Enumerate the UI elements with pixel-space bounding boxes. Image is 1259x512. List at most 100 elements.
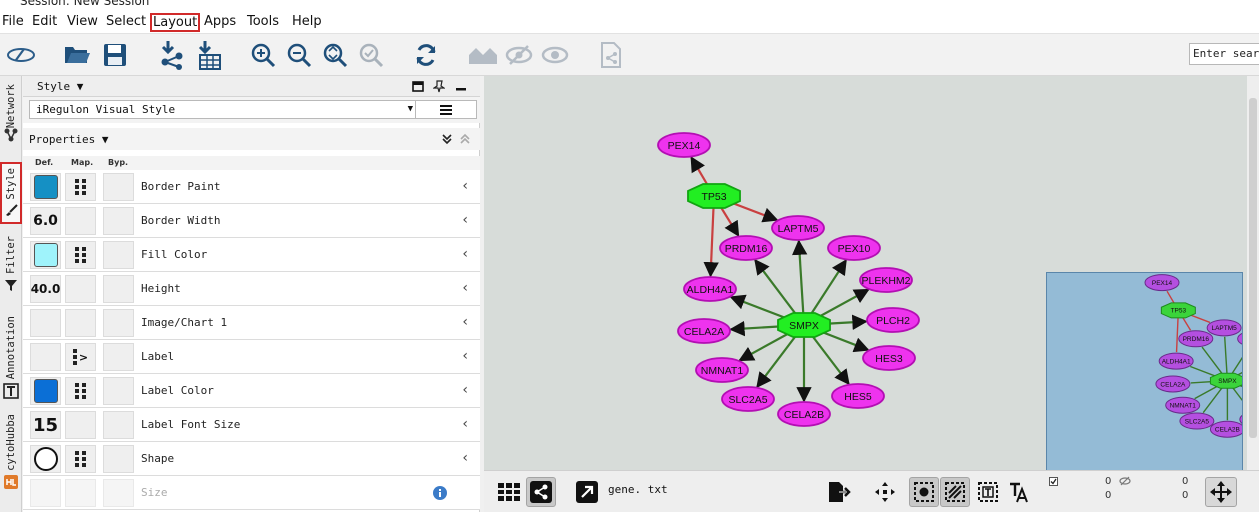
menu-file[interactable]: File <box>2 14 24 29</box>
node-pex10[interactable]: PEX10 <box>1237 330 1259 348</box>
tab-network[interactable]: Network <box>0 84 22 142</box>
node-pex10[interactable]: PEX10 <box>827 235 881 261</box>
property-row-image-chart[interactable]: Image/Chart 1 ‹ <box>23 306 480 340</box>
open-external-button[interactable] <box>572 477 602 507</box>
select-labels-button[interactable] <box>1004 477 1034 507</box>
scrollbar-thumb[interactable] <box>1249 98 1257 438</box>
bypass-cell[interactable] <box>103 241 134 269</box>
zoom-selected-icon[interactable] <box>356 40 386 70</box>
network-overview[interactable]: PEX14TP53LAPTM5PRDM16PEX10PLEKHM2ALDH4A1… <box>1046 272 1259 471</box>
node-laptm5[interactable]: LAPTM5 <box>771 215 825 241</box>
collapse-all-icon[interactable] <box>459 133 471 145</box>
tab-filter[interactable]: Filter <box>0 236 22 292</box>
style-options-button[interactable] <box>415 100 477 119</box>
zoom-out-icon[interactable] <box>284 40 314 70</box>
mapping-cell[interactable] <box>65 309 96 337</box>
chevron-left-icon[interactable]: ‹ <box>462 246 468 262</box>
mapping-cell[interactable] <box>65 377 96 405</box>
show-icon[interactable] <box>540 40 570 70</box>
mapping-cell[interactable] <box>65 275 96 303</box>
chevron-left-icon[interactable]: ‹ <box>462 450 468 466</box>
chevron-left-icon[interactable]: ‹ <box>462 348 468 364</box>
node-tp53[interactable]: TP53 <box>1160 302 1196 319</box>
node-slc2a5[interactable]: SLC2A5 <box>721 386 775 412</box>
property-row-shape[interactable]: Shape ‹ <box>23 442 480 476</box>
zoom-in-icon[interactable] <box>248 40 278 70</box>
menu-select[interactable]: Select <box>106 14 147 29</box>
property-row-label-color[interactable]: Label Color ‹ <box>23 374 480 408</box>
node-laptm5[interactable]: LAPTM5 <box>1206 319 1242 337</box>
bypass-cell[interactable] <box>103 173 134 201</box>
mapping-cell[interactable] <box>65 173 96 201</box>
style-panel-title[interactable]: Style ▼ <box>37 80 84 93</box>
grid-view-button[interactable] <box>494 477 524 507</box>
property-row-border-width[interactable]: 6.0 Border Width ‹ <box>23 204 480 238</box>
node-smpx[interactable]: SMPX <box>777 312 831 338</box>
mapping-cell[interactable] <box>65 411 96 439</box>
chevron-left-icon[interactable]: ‹ <box>462 416 468 432</box>
bypass-cell[interactable] <box>103 445 134 473</box>
menu-help[interactable]: Help <box>292 14 322 29</box>
node-cela2a[interactable]: CELA2A <box>677 318 731 344</box>
node-nmnat1[interactable]: NMNAT1 <box>1165 396 1201 414</box>
cytoscape-logo-icon[interactable] <box>6 40 36 70</box>
node-pex14[interactable]: PEX14 <box>1144 274 1180 292</box>
bypass-cell[interactable] <box>103 207 134 235</box>
mapping-cell[interactable] <box>65 445 96 473</box>
bypass-cell[interactable] <box>103 377 134 405</box>
home-icon[interactable] <box>466 40 500 70</box>
menu-view[interactable]: View <box>67 14 98 29</box>
node-prdm16[interactable]: PRDM16 <box>719 235 773 261</box>
canvas-scrollbar[interactable] <box>1247 76 1259 470</box>
chevron-left-icon[interactable]: ‹ <box>462 280 468 296</box>
bypass-cell[interactable] <box>103 411 134 439</box>
edge-TP53-ALDH4A1[interactable] <box>703 195 719 278</box>
navigation-button[interactable] <box>1205 477 1237 507</box>
refresh-icon[interactable] <box>411 40 441 70</box>
default-value-cell[interactable] <box>30 173 61 201</box>
node-aldh4a1[interactable]: ALDH4A1 <box>683 276 737 302</box>
menu-layout[interactable]: Layout <box>150 13 201 32</box>
node-cela2b[interactable]: CELA2B <box>777 401 831 427</box>
float-panel-icon[interactable] <box>412 81 424 92</box>
select-annotations-button[interactable] <box>973 477 1003 507</box>
default-value-cell[interactable] <box>30 343 61 371</box>
default-value-cell[interactable]: 6.0 <box>30 207 61 235</box>
export-icon[interactable] <box>596 40 626 70</box>
property-row-label[interactable]: > Label ‹ <box>23 340 480 374</box>
import-table-icon[interactable] <box>194 40 224 70</box>
property-row-fill-color[interactable]: Fill Color ‹ <box>23 238 480 272</box>
open-folder-icon[interactable] <box>62 40 92 70</box>
node-hes3[interactable]: HES3 <box>862 345 916 371</box>
node-hes5[interactable]: HES5 <box>831 383 885 409</box>
hide-icon[interactable] <box>504 40 534 70</box>
menu-apps[interactable]: Apps <box>204 14 237 29</box>
node-slc2a5[interactable]: SLC2A5 <box>1179 412 1215 430</box>
network-view-button[interactable] <box>526 477 556 507</box>
search-input[interactable]: Enter search <box>1189 43 1259 65</box>
property-row-label-font-size[interactable]: 15 Label Font Size ‹ <box>23 408 480 442</box>
node-aldh4a1[interactable]: ALDH4A1 <box>1158 352 1194 370</box>
export-network-button[interactable] <box>824 477 854 507</box>
property-row-height[interactable]: 40.0 Height ‹ <box>23 272 480 306</box>
tab-style[interactable]: Style <box>0 162 22 224</box>
pin-icon[interactable] <box>433 80 445 93</box>
default-value-cell[interactable]: 15 <box>30 411 61 439</box>
bypass-cell[interactable] <box>103 343 134 371</box>
default-value-cell[interactable] <box>30 309 61 337</box>
menu-edit[interactable]: Edit <box>32 14 58 29</box>
visual-style-dropdown[interactable]: iRegulon Visual Style ▼ <box>29 100 419 119</box>
node-prdm16[interactable]: PRDM16 <box>1178 330 1214 348</box>
mapping-cell[interactable] <box>65 207 96 235</box>
mapping-cell[interactable]: > <box>65 343 96 371</box>
node-plekhm2[interactable]: PLEKHM2 <box>859 267 913 293</box>
chevron-left-icon[interactable]: ‹ <box>462 314 468 330</box>
default-value-cell[interactable] <box>30 241 61 269</box>
node-nmnat1[interactable]: NMNAT1 <box>695 357 749 383</box>
select-edges-button[interactable] <box>940 477 970 507</box>
bypass-cell[interactable] <box>103 309 134 337</box>
node-smpx[interactable]: SMPX <box>1209 372 1245 389</box>
bypass-cell[interactable] <box>103 275 134 303</box>
mapping-cell[interactable] <box>65 241 96 269</box>
